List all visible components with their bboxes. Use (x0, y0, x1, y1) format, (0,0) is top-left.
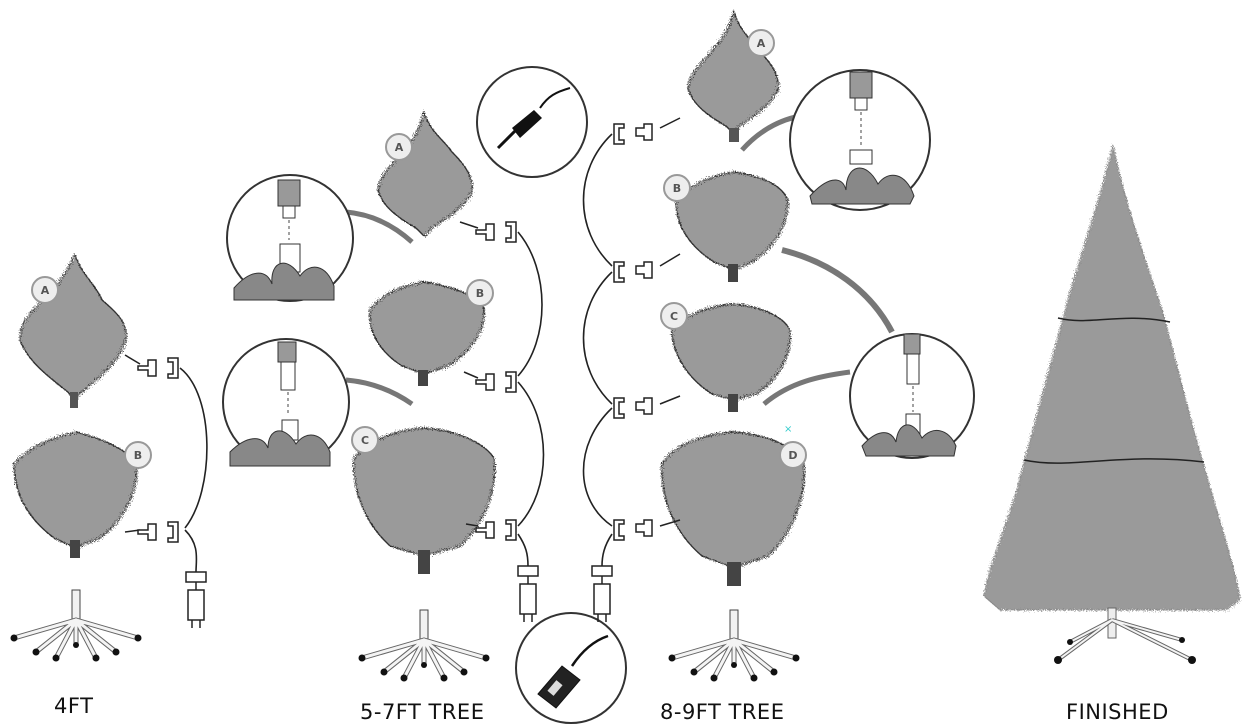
tree-section-b-89ft (675, 171, 789, 271)
pole-insert-detail-57ft-1 (226, 174, 414, 302)
finished-tree-icon (983, 144, 1241, 611)
tree-stand-57ft (359, 610, 490, 682)
caption-4ft: 4FT (54, 694, 94, 718)
tree-section-b-4ft (13, 431, 138, 549)
cursor-mark: × (784, 424, 792, 435)
label-a-57ft: A (395, 141, 404, 154)
light-connector-57ft-3 (475, 519, 517, 541)
caption-8-9ft-tree: 8-9FT TREE (660, 700, 785, 724)
pole-insert-detail-89ft-1 (740, 69, 931, 211)
light-connector-89ft-2 (613, 261, 653, 283)
label-b-57ft: B (476, 287, 484, 300)
finished-tree-group (983, 144, 1241, 664)
power-plug-4ft (185, 571, 207, 629)
power-adapter-detail (515, 612, 627, 724)
caption-finished: FINISHED (1066, 700, 1169, 724)
tree-section-a-4ft (19, 253, 127, 402)
label-a-89ft: A (757, 37, 766, 50)
label-b-4ft: B (134, 449, 142, 462)
tree-stand-4ft (11, 590, 142, 662)
light-connector-57ft-2 (475, 371, 517, 393)
light-connector-57ft-1 (475, 221, 517, 243)
label-c-57ft: C (361, 434, 369, 447)
power-cord-detail-top (476, 66, 588, 178)
light-connector-89ft-3 (613, 397, 653, 419)
power-plug-57ft (517, 565, 539, 623)
light-connector-89ft-1 (613, 123, 653, 145)
tree-section-c-89ft (671, 303, 791, 401)
light-connector-4ft-2 (137, 521, 179, 543)
label-b-89ft: B (673, 182, 681, 195)
section-4ft-group: A B (11, 253, 208, 662)
pole-insert-detail-89ft-2 (762, 247, 975, 459)
tree-section-a-57ft (377, 109, 473, 237)
tree-stand-89ft (669, 610, 800, 682)
section-8-9ft-group: A B C D (582, 9, 975, 682)
pole-insert-detail-57ft-2 (222, 338, 414, 467)
power-plug-89ft (591, 565, 613, 623)
label-d-89ft: D (788, 449, 797, 462)
label-a-4ft: A (41, 284, 50, 297)
section-5-7ft-group: A B C (222, 66, 627, 724)
light-connector-4ft-1 (137, 357, 179, 379)
label-c-89ft: C (670, 310, 678, 323)
light-connector-89ft-4 (613, 519, 653, 541)
caption-5-7ft-tree: 5-7FT TREE (360, 700, 485, 724)
